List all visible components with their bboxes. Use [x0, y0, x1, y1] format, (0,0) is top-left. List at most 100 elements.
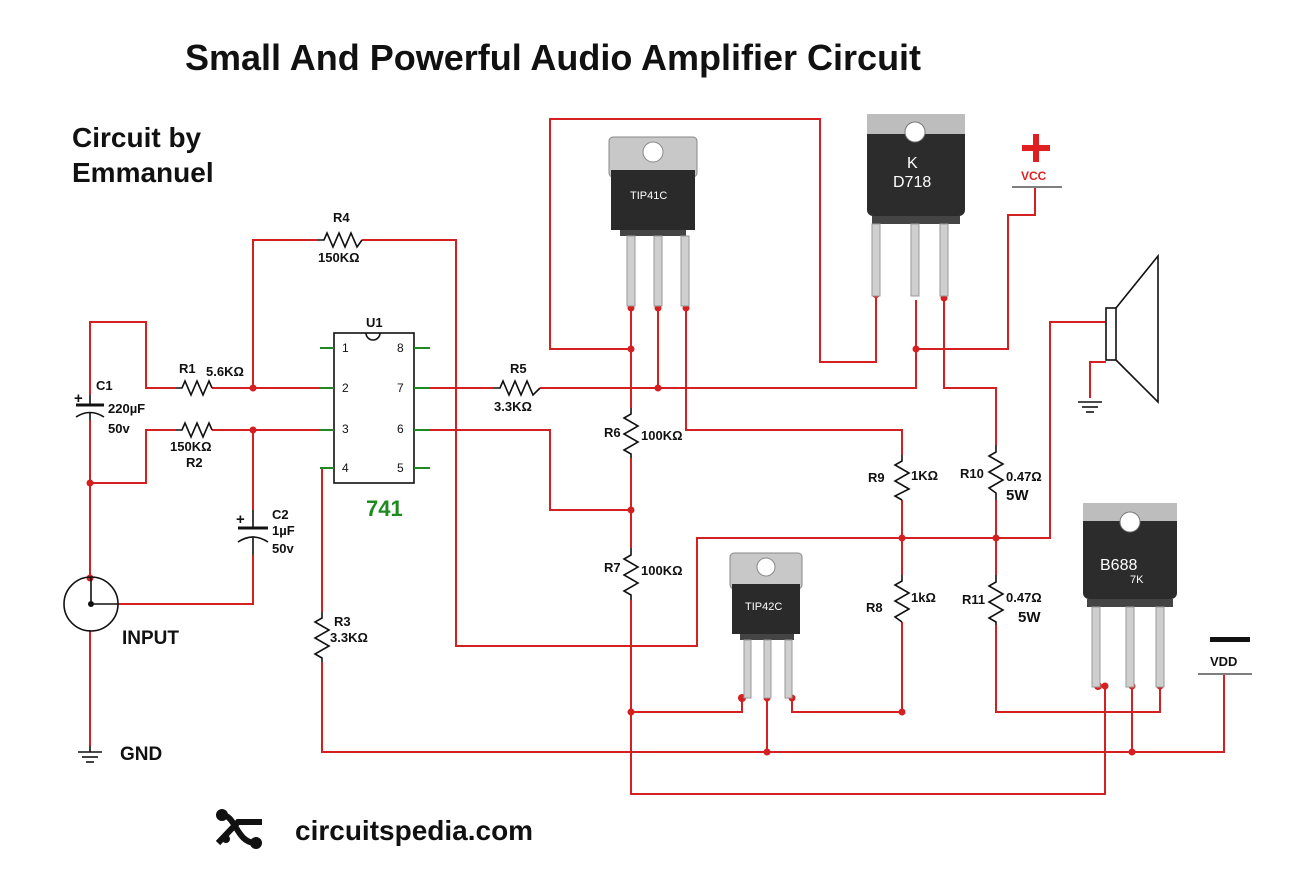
resistor-r3: R3 3.3KΩ	[313, 612, 368, 662]
wire-pin6-node	[430, 429, 631, 511]
ac-source-icon	[63, 576, 119, 632]
q4-marking-line1: B688	[1100, 557, 1137, 574]
q3-marking-line1: K	[907, 155, 918, 172]
wire-c1-r1	[89, 321, 176, 395]
c2-polarity: +	[236, 511, 245, 528]
wire-d718-r10	[943, 298, 997, 445]
c2-value: 1µF	[272, 523, 295, 538]
junction-dots	[86, 290, 1164, 756]
input-label: INPUT	[122, 628, 179, 649]
ground-icon	[78, 746, 102, 763]
c1-value: 220µF	[108, 401, 145, 416]
r10-ref: R10	[960, 466, 984, 481]
vcc-label: VCC	[1021, 169, 1047, 183]
r3-ref: R3	[334, 614, 351, 629]
wire-q1-r9	[685, 305, 903, 455]
c1-voltage: 50v	[108, 421, 130, 436]
r5-value: 3.3KΩ	[494, 399, 532, 414]
ic-pin-7: 7	[397, 381, 404, 395]
speaker-icon	[1105, 253, 1159, 404]
r1-ref: R1	[179, 361, 196, 376]
q4-marking-line2: 7K	[1130, 574, 1144, 586]
wire-r3-vdd	[321, 662, 1225, 753]
ic-pin-2: 2	[342, 381, 349, 395]
capacitor-c2: + C2 1µF 50v	[236, 507, 295, 556]
wire-r4-left	[252, 239, 318, 388]
resistor-r2: 150KΩ R2	[170, 420, 213, 470]
r9-ref: R9	[868, 470, 885, 485]
r11-ref: R11	[962, 592, 985, 607]
r10-value: 0.47Ω	[1006, 469, 1042, 484]
resistor-r6: R6 100KΩ	[604, 408, 683, 458]
r11-power: 5W	[1018, 609, 1041, 626]
capacitor-c1: + C1 220µF 50v	[74, 378, 145, 436]
wire-node-q2	[631, 698, 743, 713]
ic-part-name: 741	[366, 496, 403, 521]
wire-c2-input	[118, 555, 254, 605]
ic-pin-5: 5	[397, 461, 404, 475]
r4-ref: R4	[333, 210, 350, 225]
wire-r7-bottom	[630, 600, 1106, 795]
r8-ref: R8	[866, 600, 883, 615]
wire-d718-vcc	[916, 188, 1036, 350]
r4-value: 150KΩ	[318, 250, 360, 265]
wire-speaker-gnd	[1089, 361, 1106, 398]
ic-pin-1: 1	[342, 341, 349, 355]
resistor-r11: R11 0.47Ω 5W	[962, 575, 1042, 626]
r3-value: 3.3KΩ	[330, 630, 368, 645]
c1-ref: C1	[96, 378, 113, 393]
byline-line2: Emmanuel	[72, 157, 214, 188]
wire-r8-q2	[791, 622, 903, 713]
vdd-label: VDD	[1210, 654, 1237, 669]
transistor-tip42c: TIP42C	[729, 552, 803, 699]
footer-site: circuitspedia.com	[295, 815, 533, 846]
q3-marking-line2: D718	[893, 174, 931, 191]
r8-value: 1kΩ	[911, 590, 936, 605]
r7-ref: R7	[604, 560, 621, 575]
c2-ref: C2	[272, 507, 289, 522]
r10-power: 5W	[1006, 487, 1029, 504]
speaker-ground-icon	[1078, 401, 1102, 413]
transistor-b688: B688 7K	[1083, 503, 1177, 688]
q2-marking: TIP42C	[745, 601, 782, 613]
ic-ref: U1	[366, 315, 383, 330]
wire-top-loop	[549, 118, 877, 363]
ic-pin-3: 3	[342, 422, 349, 436]
vcc-supply: VCC	[1012, 134, 1062, 188]
q1-marking: TIP41C	[630, 190, 667, 202]
resistor-r4: R4 150KΩ	[318, 210, 363, 265]
r2-value: 150KΩ	[170, 439, 212, 454]
wire-r4-right	[362, 239, 1106, 647]
gnd-label: GND	[120, 744, 162, 765]
ic-pin-8: 8	[397, 341, 404, 355]
r6-value: 100KΩ	[641, 428, 683, 443]
vdd-supply: VDD	[1198, 637, 1252, 675]
resistor-r7: R7 100KΩ	[604, 548, 683, 600]
wire-r5-d718	[540, 300, 917, 389]
resistor-r1: R1 5.6KΩ	[176, 361, 244, 398]
resistor-r9: R9 1KΩ	[868, 455, 938, 501]
r1-value: 5.6KΩ	[206, 364, 244, 379]
resistor-r10: R10 0.47Ω 5W	[960, 445, 1042, 504]
transistor-d718: K D718	[867, 114, 965, 297]
r7-value: 100KΩ	[641, 563, 683, 578]
page-title: Small And Powerful Audio Amplifier Circu…	[185, 37, 921, 78]
c2-voltage: 50v	[272, 541, 294, 556]
r9-value: 1KΩ	[911, 468, 938, 483]
byline-line1: Circuit by	[72, 122, 202, 153]
ic-pin-4: 4	[342, 461, 349, 475]
resistor-r5: R5 3.3KΩ	[494, 361, 541, 414]
r11-value: 0.47Ω	[1006, 590, 1042, 605]
ic-pin-6: 6	[397, 422, 404, 436]
wire-c1-r2	[89, 420, 176, 484]
circuitspedia-logo-icon	[215, 809, 262, 849]
ic-741: 1 2 3 4 5 6 7 8 U1 741	[320, 315, 430, 521]
resistor-r8: R8 1kΩ	[866, 575, 936, 623]
r2-ref: R2	[186, 455, 203, 470]
transistor-tip41c: TIP41C	[608, 136, 698, 307]
r5-ref: R5	[510, 361, 527, 376]
wire-r11-b688	[995, 625, 1161, 713]
r6-ref: R6	[604, 425, 621, 440]
